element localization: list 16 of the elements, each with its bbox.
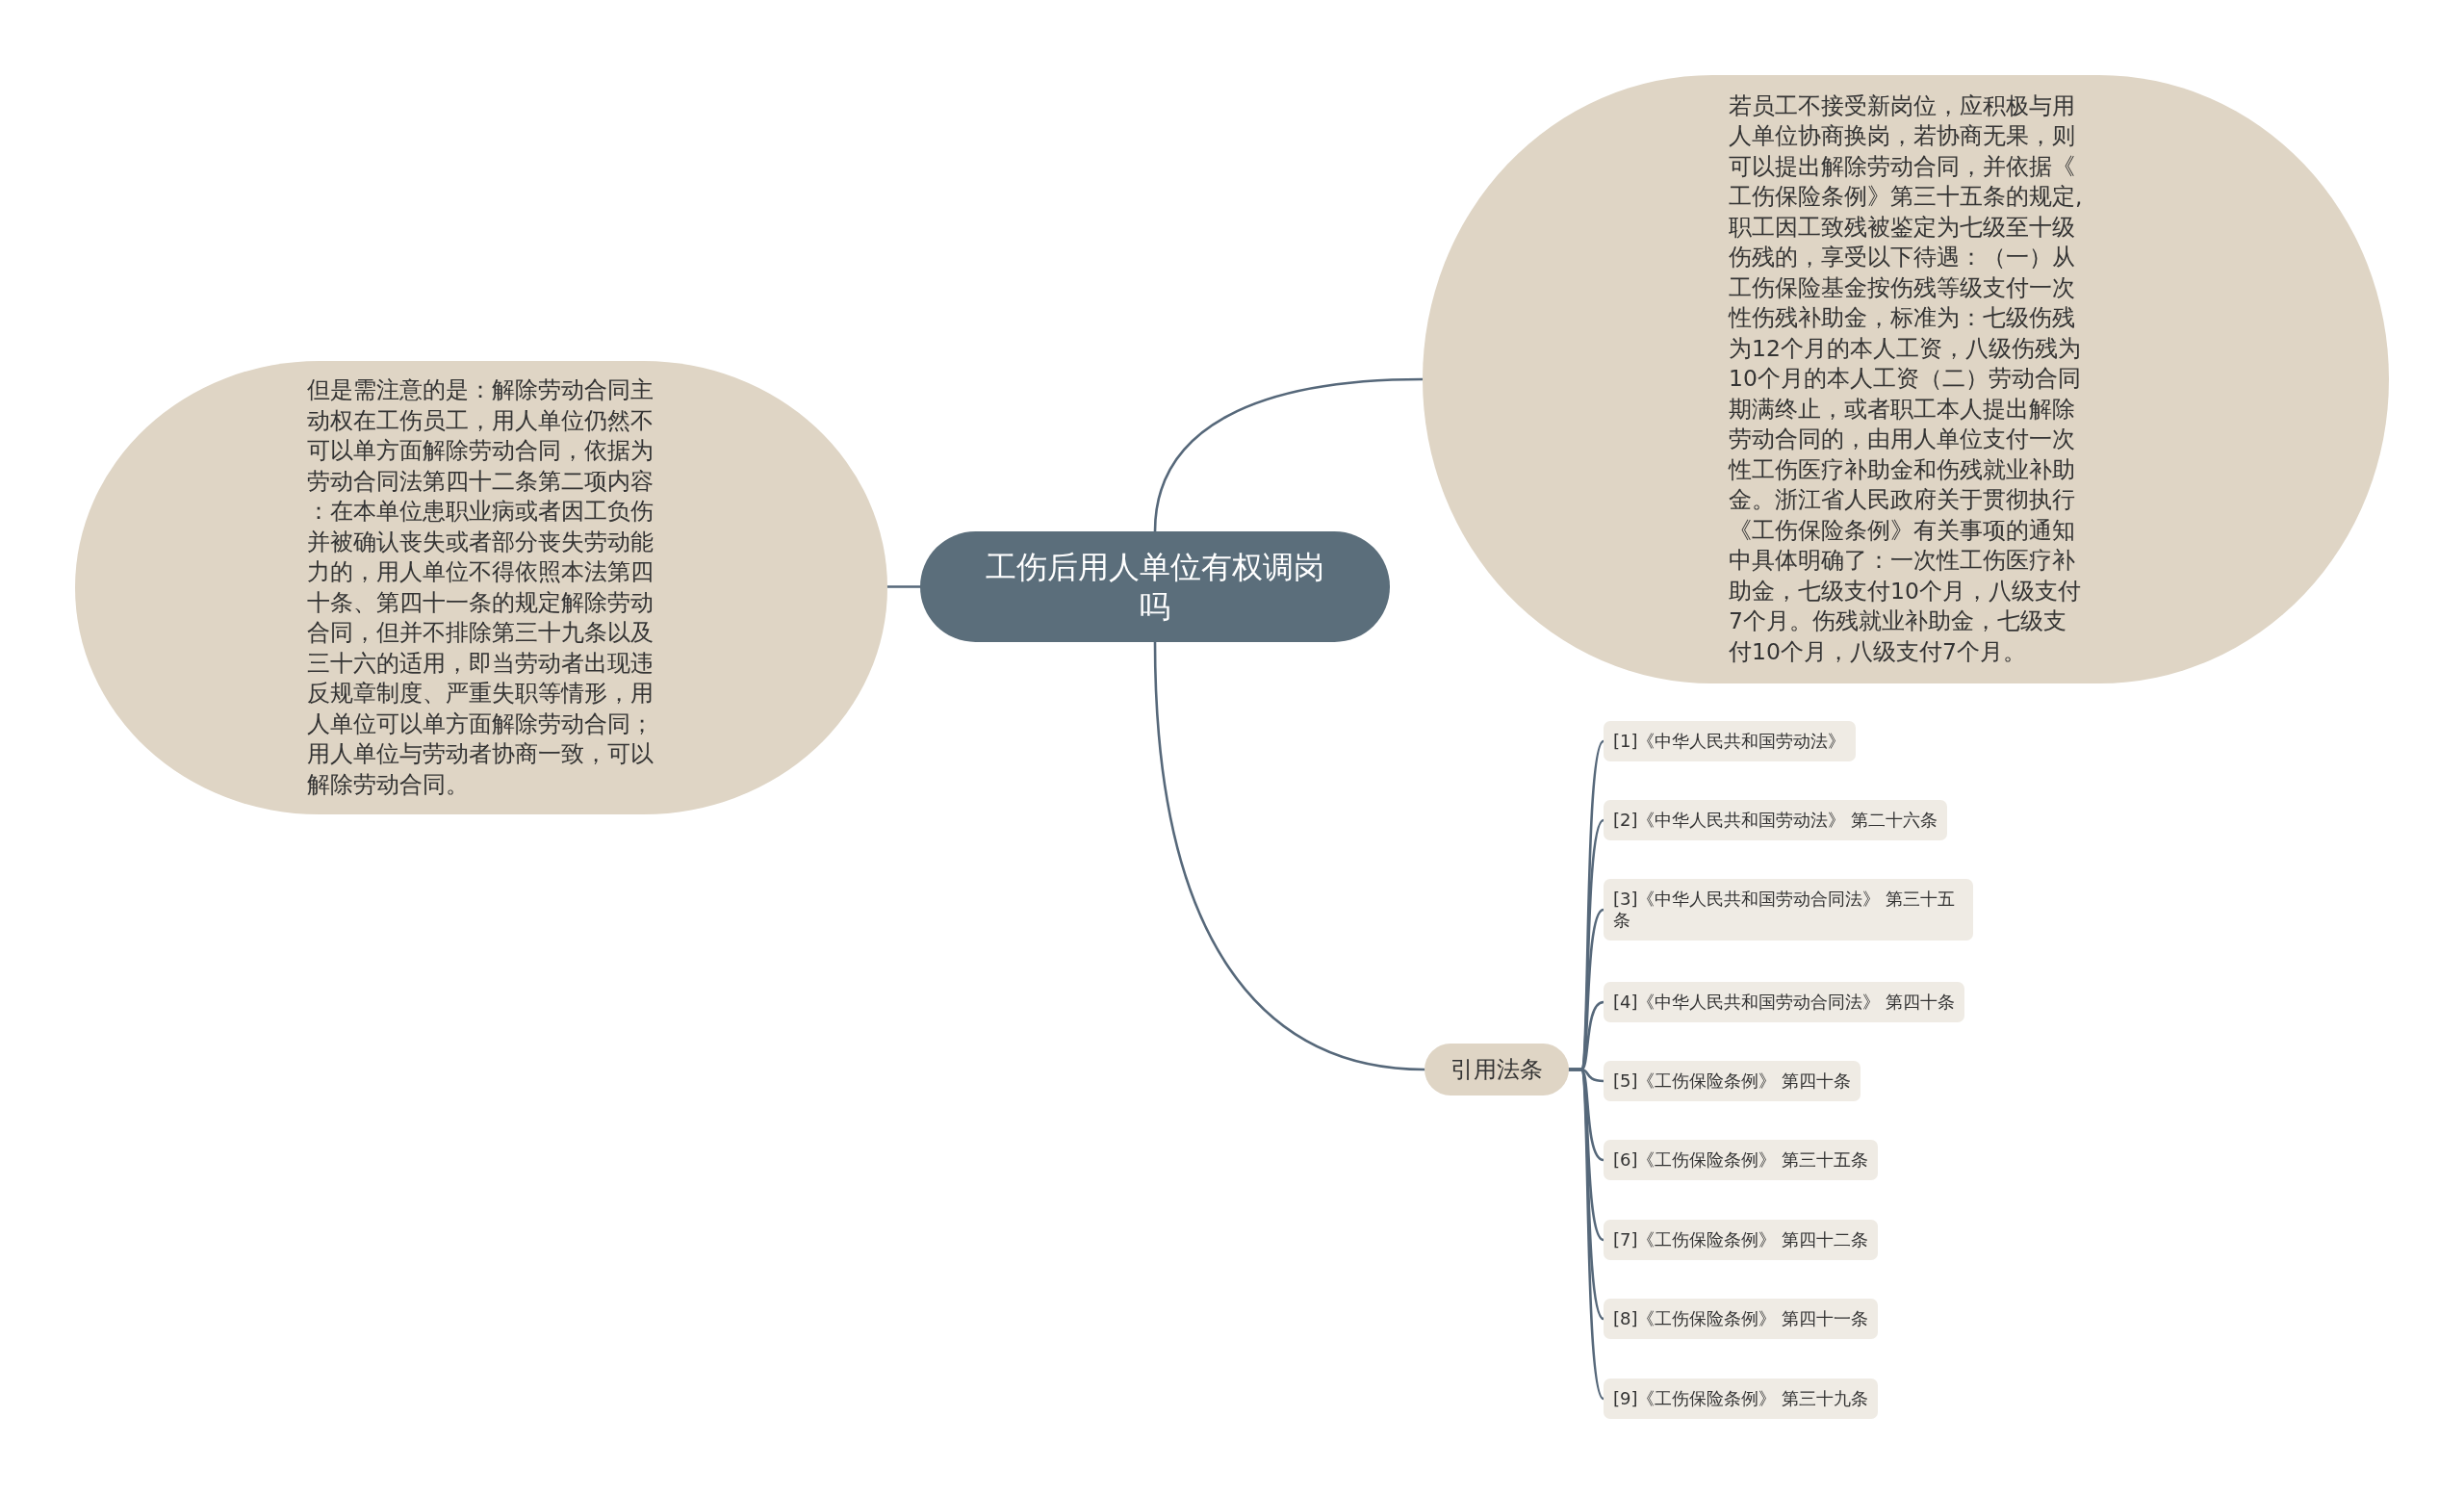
note-text: 若员工不接受新岗位，应积极与用人单位协商换岗，若协商无果，则可以提出解除劳动合同，并依据《工伤保险条例》第三十五条的规定,职工因工致残被鉴定为七级至十级伤残的，享受以下待遇：（一）从工伤保险基金按伤残等级支付一次性伤残补助金，标准为：七级伤残为12个月的本人工资，八级伤残为10个月的本人工资（二）劳动合同期满终止，或者职工本人提出解除劳动合同的，由用人单位支付一次性工伤医疗补助金和伤残就业补助金。浙江省人民政府关于贯彻执行《工伤保险条例》有关事项的通知中具体明确了：一次性工伤医疗补助金，七级支付10个月，八级支付7个月。伤残就业补助金，七级支付10个月，八级支付7个月。: [1729, 90, 2083, 667]
reference-tag: [1]《中华人民共和国劳动法》: [1604, 721, 1856, 761]
reference-tag: [8]《工伤保险条例》 第四十一条: [1604, 1299, 1879, 1339]
note-text: 但是需注意的是：解除劳动合同主动权在工伤员工，用人单位仍然不可以单方面解除劳动合同，依据为劳动合同法第四十二条第二项内容：在本单位患职业病或者因工负伤并被确认丧失或者部分丧失劳动能力的，用人单位不得依照本法第四十条、第四十一条的规定解除劳动合同，但并不排除第三十九条以及三十六的适用，即当劳动者出现违反规章制度、严重失职等情形，用人单位可以单方面解除劳动合同；用人单位与劳动者协商一致，可以解除劳动合同。: [307, 375, 654, 800]
connector-line: [886, 585, 922, 588]
reference-tag: [6]《工伤保险条例》 第三十五条: [1604, 1140, 1879, 1180]
reference-tag: [2]《中华人民共和国劳动法》 第二十六条: [1604, 800, 1948, 840]
reference-tag: [9]《工伤保险条例》 第三十九条: [1604, 1379, 1879, 1419]
branch-topic: 引用法条: [1424, 1044, 1569, 1095]
reference-tag: [4]《中华人民共和国劳动合同法》 第四十条: [1604, 982, 1965, 1022]
reference-tag: [7]《工伤保险条例》 第四十二条: [1604, 1220, 1879, 1260]
connector-line: [1153, 640, 1426, 1071]
reference-tag: [3]《中华人民共和国劳动合同法》 第三十五条: [1604, 879, 1973, 941]
reference-tag: [5]《工伤保险条例》 第四十条: [1604, 1061, 1861, 1101]
central-topic: 工伤后用人单位有权调岗吗: [920, 531, 1390, 642]
connector-line: [1153, 377, 1424, 533]
